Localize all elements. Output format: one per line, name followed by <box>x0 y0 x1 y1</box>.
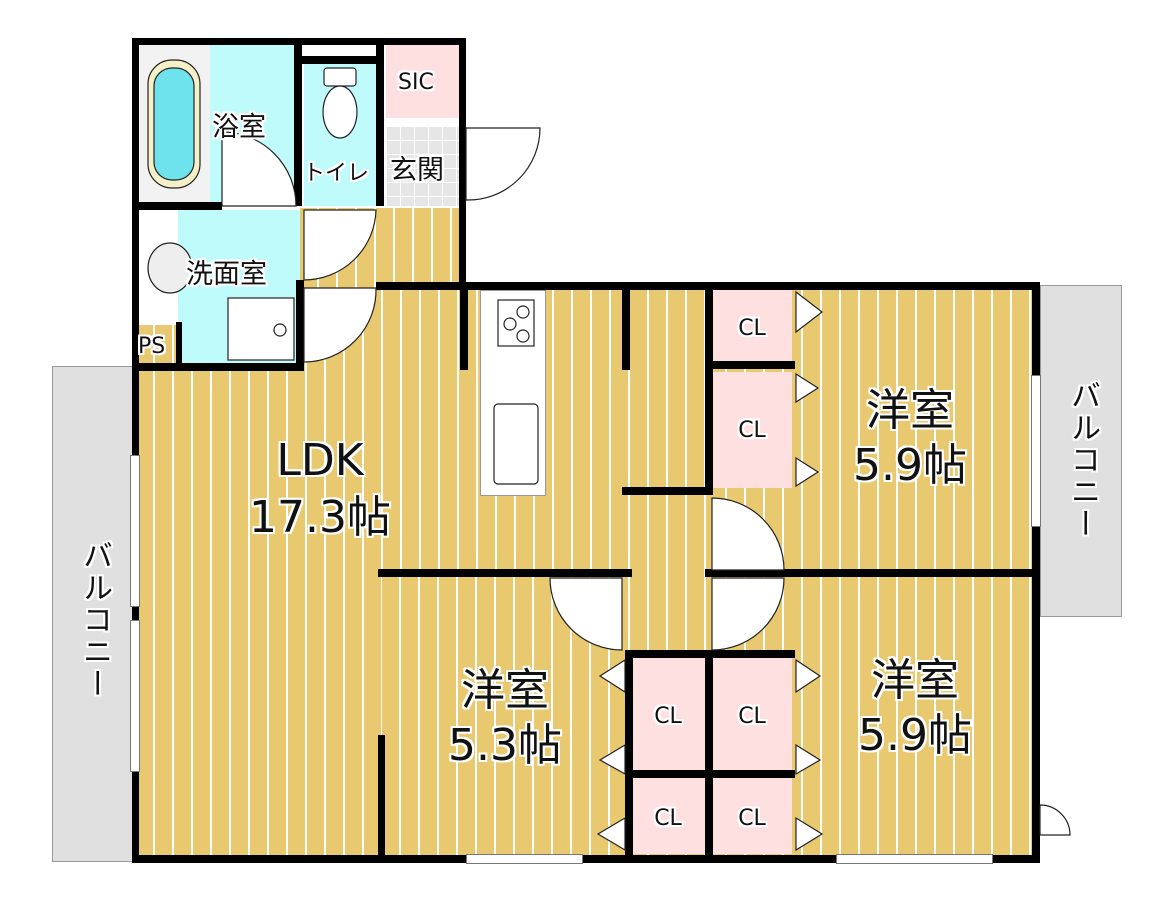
bath-label: 浴室 <box>212 112 266 143</box>
closet-door <box>596 816 626 852</box>
balcony-left <box>52 366 134 862</box>
closet <box>630 778 706 854</box>
wall <box>705 285 713 495</box>
wall <box>302 56 378 64</box>
closet-door <box>795 372 820 404</box>
door-swing <box>711 577 785 651</box>
wall <box>622 285 630 370</box>
closet <box>712 778 792 854</box>
closet-door <box>795 658 822 694</box>
sic-label: SIC <box>398 70 434 95</box>
sink <box>147 242 193 294</box>
wall <box>625 650 633 860</box>
closet-label: CL <box>738 418 766 443</box>
wall <box>296 280 304 370</box>
wall <box>378 735 385 860</box>
wall <box>460 285 468 370</box>
door-swing <box>711 497 785 571</box>
closet-label: CL <box>654 806 682 831</box>
window <box>130 620 140 772</box>
closet-door <box>598 658 626 694</box>
sic-floor <box>386 44 460 118</box>
bedroom-lower-right-size: 5.9帖 <box>858 710 972 761</box>
ldk-label: LDK <box>276 435 364 486</box>
closet <box>712 372 792 488</box>
wall <box>376 38 384 206</box>
closet-label: CL <box>738 704 766 729</box>
kitchen-sink <box>493 403 539 485</box>
window <box>130 455 140 607</box>
window <box>1031 375 1041 527</box>
door-swing <box>303 209 377 281</box>
door-swing <box>303 287 377 363</box>
toilet-tank <box>323 67 357 87</box>
bedroom-lower-center-size: 5.3帖 <box>448 720 562 771</box>
bedroom-upper-right-label: 洋室 <box>866 385 954 436</box>
balcony-right-label: バルコニー <box>1065 380 1100 540</box>
window <box>836 854 993 864</box>
toilet-bowl <box>322 85 358 139</box>
bedroom-upper-right-size: 5.9帖 <box>853 440 967 491</box>
closet-door <box>795 456 820 488</box>
wall <box>378 569 632 577</box>
ldk-size: 17.3帖 <box>249 492 391 543</box>
closet-door <box>598 743 626 776</box>
wall <box>176 322 182 367</box>
ps-label: PS <box>138 334 166 359</box>
wall <box>705 569 1038 577</box>
window <box>466 854 583 864</box>
wall <box>459 38 466 290</box>
closet <box>712 290 792 364</box>
wall <box>132 855 1040 863</box>
door-swing <box>221 131 297 207</box>
wall <box>625 770 795 778</box>
closet-door <box>795 816 824 852</box>
wall <box>294 38 302 206</box>
wall <box>622 487 712 495</box>
bedroom-lower-center-label: 洋室 <box>461 665 549 716</box>
closet <box>712 658 792 770</box>
washroom-label: 洗面室 <box>186 259 267 290</box>
wall <box>705 361 795 369</box>
door-swing <box>465 127 541 201</box>
door-swing <box>1039 804 1071 836</box>
wall <box>625 650 795 658</box>
closet-door <box>795 290 823 334</box>
wall <box>132 363 304 371</box>
wall <box>705 650 713 860</box>
entrance-floor <box>386 126 462 206</box>
wall <box>132 202 222 210</box>
balcony-left-label: バルコニー <box>77 540 112 700</box>
entrance-label: 玄関 <box>390 155 444 186</box>
closet-label: CL <box>654 704 682 729</box>
closet <box>630 658 706 770</box>
closet-label: CL <box>738 316 766 341</box>
door-swing <box>549 577 623 651</box>
toilet-label: トイレ <box>303 161 370 186</box>
bedroom-lower-right-label: 洋室 <box>871 655 959 706</box>
closet-label: CL <box>738 806 766 831</box>
closet-door <box>795 743 822 776</box>
balcony-right <box>1040 285 1122 617</box>
wall <box>132 38 139 862</box>
